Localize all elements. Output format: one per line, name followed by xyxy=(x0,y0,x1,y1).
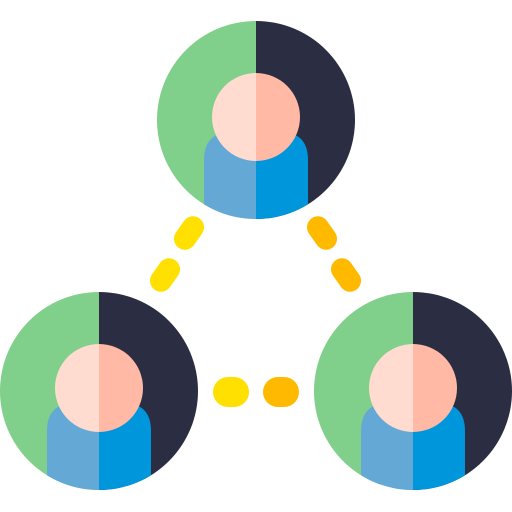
avatar-head xyxy=(55,344,143,432)
connector-right xyxy=(306,216,362,292)
avatar-body xyxy=(204,132,308,219)
avatar-body xyxy=(361,403,465,490)
user-node-bottom-left xyxy=(0,292,198,490)
avatar-body xyxy=(47,403,151,490)
avatar-head xyxy=(369,344,457,432)
connector-left xyxy=(149,216,205,292)
user-node-top xyxy=(157,21,355,219)
avatar-head xyxy=(212,73,300,161)
user-node-bottom-right xyxy=(314,292,512,490)
connector-bottom xyxy=(213,377,299,407)
